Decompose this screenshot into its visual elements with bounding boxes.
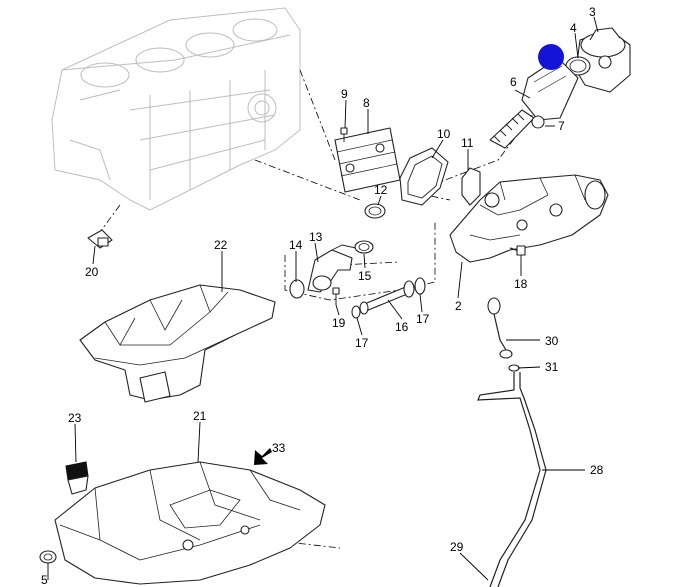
tube-seal-left: [351, 305, 361, 319]
callout-10: 10: [437, 127, 451, 141]
dipstick-tube: [477, 372, 547, 587]
oil-baffle: [79, 284, 276, 403]
breather-valve: [65, 461, 89, 495]
tube-seal-right: [414, 277, 426, 295]
oil-pan: [54, 461, 326, 585]
dipstick-o-ring: [508, 364, 520, 372]
callout-23: 23: [68, 411, 82, 425]
leader-lines: [47, 16, 599, 581]
callout-15: 15: [358, 269, 372, 283]
oil-cooler: [334, 127, 401, 193]
oil-filter-cap: [575, 27, 631, 93]
housing-gasket: [461, 167, 481, 206]
oil-pressure-sensor: [87, 229, 113, 249]
cooler-bolt: [340, 127, 348, 142]
o-ring-12: [364, 203, 386, 219]
callout-11: 11: [461, 136, 474, 150]
callout-21: 21: [193, 409, 207, 423]
callout-16: 16: [395, 320, 409, 334]
callouts: 3 4 6 7 9 8 10 11 12 20 22 14 13 15 18 2…: [41, 5, 604, 587]
callout-22: 22: [214, 238, 228, 252]
callout-33: 33: [272, 441, 286, 455]
callout-8: 8: [363, 96, 370, 110]
direction-arrow: [254, 448, 272, 465]
highlight-marker: [538, 44, 564, 70]
callout-7: 7: [558, 119, 565, 133]
engine-block: [51, 7, 301, 211]
callout-6: 6: [510, 75, 517, 89]
housing-bolt: [509, 245, 526, 264]
callout-29: 29: [450, 540, 464, 554]
callout-13: 13: [309, 230, 323, 244]
callout-12: 12: [374, 183, 388, 197]
filter-valve-spring: [489, 109, 545, 149]
oil-pipe: [307, 244, 357, 293]
callout-19: 19: [332, 316, 346, 330]
callout-30: 30: [545, 334, 559, 348]
oil-filter-housing: [449, 174, 609, 263]
callout-2: 2: [455, 299, 462, 313]
callout-14: 14: [289, 238, 303, 252]
callout-17a: 17: [355, 336, 369, 350]
callout-3: 3: [589, 5, 596, 19]
callout-18: 18: [514, 277, 528, 291]
callout-17b: 17: [416, 312, 430, 326]
callout-20: 20: [85, 265, 99, 279]
dipstick: [487, 297, 513, 359]
callout-31: 31: [545, 360, 559, 374]
callout-9: 9: [341, 87, 348, 101]
pipe-bolt: [332, 287, 340, 305]
callout-5: 5: [41, 573, 48, 587]
drain-plug-seal: [39, 550, 57, 564]
callout-28: 28: [590, 463, 604, 477]
callout-4: 4: [570, 21, 577, 35]
o-ring-15: [354, 240, 374, 254]
cooler-gasket: [399, 147, 449, 206]
pipe-gasket: [289, 279, 305, 299]
connector-tube: [359, 280, 415, 315]
